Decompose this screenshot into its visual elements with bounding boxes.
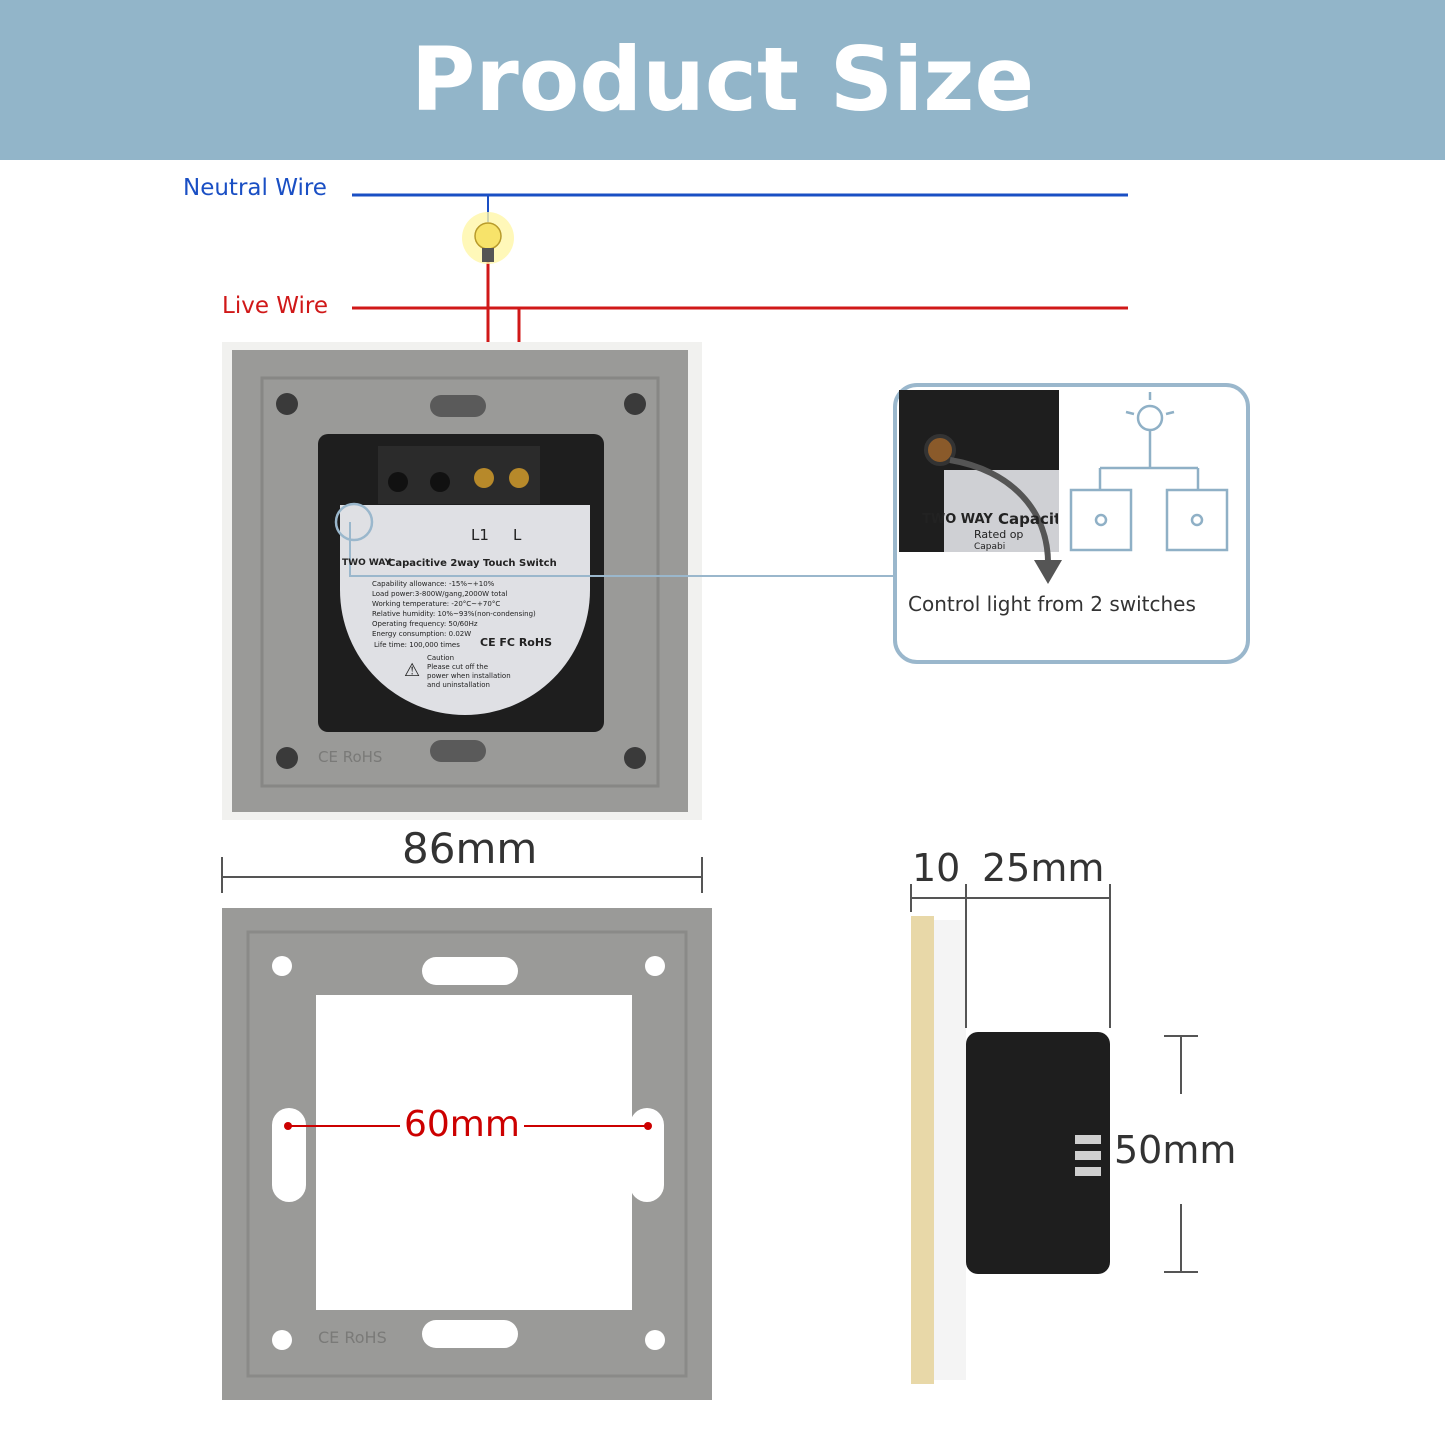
- header-banner: Product Size: [0, 0, 1445, 160]
- callout-caption: Control light from 2 switches: [908, 592, 1196, 616]
- zoom-two-way: TWO WAY: [922, 512, 993, 527]
- body-height-label: 50mm: [1114, 1128, 1237, 1172]
- spec-line: Operating frequency: 50/60Hz: [372, 620, 478, 628]
- zoom-rated-fragment: Rated op: [974, 528, 1024, 541]
- callout-box: [893, 383, 1250, 664]
- caution-line: power when installation: [427, 672, 511, 680]
- switch-model-title: Capacitive 2way Touch Switch: [388, 558, 557, 569]
- width-dimension-label: 86mm: [402, 824, 538, 873]
- warning-icon: ⚠: [404, 660, 421, 680]
- two-way-label: TWO WAY: [342, 558, 391, 568]
- zoom-title-fragment: Capacit: [998, 510, 1058, 528]
- depth-dimension: [910, 884, 1111, 1028]
- depth-label: 25mm: [982, 846, 1105, 890]
- frame-marking: CE RoHS: [318, 1328, 387, 1347]
- cert-marks: CE FC RoHS: [480, 636, 552, 649]
- spec-line: Capability allowance: -15%~+10%: [372, 580, 495, 588]
- hole-spacing-label: 60mm: [404, 1104, 520, 1145]
- spec-line: Load power:3-800W/gang,2000W total: [372, 590, 508, 598]
- caution-line: and uninstallation: [427, 681, 490, 689]
- spec-line: Life time: 100,000 times: [374, 641, 460, 649]
- live-wire-label: Live Wire: [222, 293, 329, 319]
- terminal-l1-label: L1: [471, 526, 489, 544]
- panel-thickness-label: 10: [912, 846, 961, 890]
- hole-spacing-dimension: [284, 1122, 652, 1130]
- terminal-l-label: L: [513, 526, 522, 544]
- neutral-wire-label: Neutral Wire: [183, 175, 327, 201]
- caution-title: Caution: [427, 654, 455, 662]
- spec-line: Relative humidity: 10%~93%(non-condensin…: [372, 610, 536, 618]
- width-dimension: [221, 857, 703, 893]
- spec-line: Working temperature: -20°C~+70°C: [372, 600, 501, 608]
- plate-marking: CE RoHS: [318, 748, 383, 766]
- page-title: Product Size: [410, 28, 1035, 131]
- zoom-capab-fragment: Capabi: [974, 542, 1006, 551]
- mounting-frame: [222, 908, 712, 1400]
- bulb-icon: [462, 212, 514, 264]
- two-switch-schematic: [1069, 392, 1229, 552]
- side-view: [911, 916, 1110, 1384]
- height-dimension: [1164, 1035, 1198, 1273]
- switch-back-plate: [222, 342, 702, 820]
- caution-line: Please cut off the: [427, 663, 489, 671]
- spec-line: Energy consumption: 0.02W: [372, 630, 472, 638]
